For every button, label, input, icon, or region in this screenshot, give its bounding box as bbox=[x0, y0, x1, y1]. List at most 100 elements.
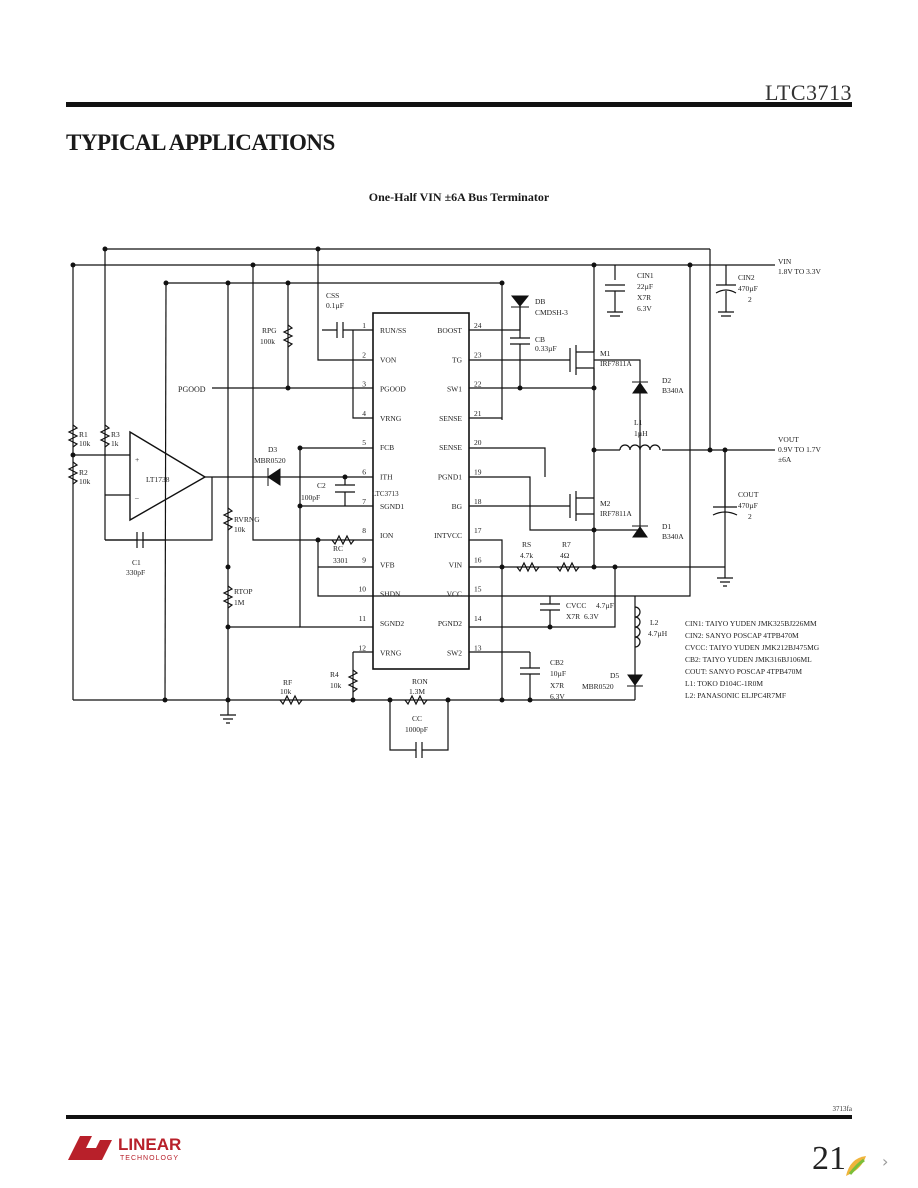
d2-diode bbox=[632, 381, 648, 394]
ic-pin-number: 15 bbox=[474, 585, 482, 594]
cout-label: COUT bbox=[738, 490, 759, 499]
ic-pin-label: INTVCC bbox=[434, 531, 462, 540]
rvrng-label: RVRNG bbox=[234, 515, 260, 524]
cb-value: 0.33µF bbox=[535, 344, 557, 353]
cin2-count: 2 bbox=[748, 295, 752, 304]
ic-pin-label: VFB bbox=[380, 560, 395, 569]
cin1-type: X7R bbox=[637, 293, 651, 302]
c1-value: 330pF bbox=[126, 568, 145, 577]
r4-value: 10k bbox=[330, 681, 342, 690]
vout-net-label: VOUT bbox=[778, 435, 799, 444]
header-rule bbox=[66, 102, 852, 107]
ic-pin-number: 10 bbox=[359, 585, 367, 594]
cout-capacitor bbox=[712, 450, 738, 516]
r7-label: R7 bbox=[562, 540, 571, 549]
cin2-value: 470µF bbox=[738, 284, 758, 293]
css-label: CSS bbox=[326, 291, 339, 300]
m1-label: M1 bbox=[600, 349, 611, 358]
r3-resistor bbox=[99, 424, 111, 448]
rc-label: RC bbox=[333, 544, 343, 553]
ron-value: 1.3M bbox=[409, 687, 425, 696]
cb2-type: X7R bbox=[550, 681, 564, 690]
pgood-label: PGOOD bbox=[178, 385, 206, 394]
logo-subtext: TECHNOLOGY bbox=[120, 1155, 179, 1162]
cc-label: CC bbox=[412, 714, 422, 723]
r3-label: R3 bbox=[111, 430, 120, 439]
m1-part: IRF7811A bbox=[600, 359, 632, 368]
d1-part: B340A bbox=[662, 532, 684, 541]
cb2-capacitor bbox=[520, 652, 540, 700]
ic-pin-label: ION bbox=[380, 531, 394, 540]
m1-mosfet bbox=[569, 340, 595, 380]
c2-label: C2 bbox=[317, 481, 326, 490]
m2-mosfet bbox=[569, 491, 594, 521]
junction-dots bbox=[70, 246, 728, 703]
ic-pin-number: 19 bbox=[474, 468, 482, 477]
ic-pin-number: 7 bbox=[362, 497, 366, 506]
viewer-app-icon[interactable] bbox=[840, 1150, 872, 1182]
ic-pin-label: VRNG bbox=[380, 648, 402, 657]
cvcc-label: CVCC bbox=[566, 601, 586, 610]
cin1-voltage: 6.3V bbox=[637, 304, 652, 313]
bom-line: CVCC: TAIYO YUDEN JMK212BJ475MG bbox=[685, 643, 820, 652]
ground-symbol bbox=[718, 306, 734, 317]
opamp-feed-wire bbox=[164, 282, 167, 701]
rf-value: 10k bbox=[280, 687, 292, 696]
sense2-wire bbox=[469, 447, 546, 477]
bom-line: CIN1: TAIYO YUDEN JMK325BJ226MM bbox=[685, 619, 817, 628]
vout-current-label: ±6A bbox=[778, 455, 792, 464]
ion-wire bbox=[252, 265, 373, 541]
c2-value: 100pF bbox=[301, 493, 320, 502]
m2-label: M2 bbox=[600, 499, 611, 508]
r7-value: 4Ω bbox=[560, 551, 570, 560]
ic-pin-number: 22 bbox=[474, 380, 482, 389]
d3-label: D3 bbox=[268, 445, 277, 454]
css-value: 0.1µF bbox=[326, 301, 344, 310]
ic-pin-label: PGOOD bbox=[380, 385, 406, 394]
m2-part: IRF7811A bbox=[600, 509, 632, 518]
next-page-chevron-icon[interactable]: › bbox=[882, 1152, 889, 1171]
ic-pin-label: SW2 bbox=[447, 648, 462, 657]
ic-pin-label: SENSE bbox=[439, 414, 462, 423]
opamp-minus: – bbox=[134, 493, 139, 502]
vrng-wire bbox=[352, 330, 373, 419]
ic-pin-label: PGND2 bbox=[438, 619, 462, 628]
d2-part: B340A bbox=[662, 386, 684, 395]
cb2-value: 10µF bbox=[550, 669, 566, 678]
rvrng-resistor bbox=[222, 507, 234, 531]
ic-pin-label: VRNG bbox=[380, 414, 402, 423]
opamp-symbol bbox=[129, 430, 207, 522]
cin1-capacitor bbox=[605, 284, 625, 306]
d5-diode bbox=[627, 674, 643, 687]
ic-pin-label: BG bbox=[452, 502, 463, 511]
opamp-plus: + bbox=[135, 455, 139, 464]
ic-pin-label: SHDN bbox=[380, 590, 401, 599]
bom-line: CB2: TAIYO YUDEN JMK316BJ106ML bbox=[685, 655, 812, 664]
cin2-capacitor bbox=[715, 265, 737, 306]
cc-value: 1000pF bbox=[405, 725, 428, 734]
l1-value: 1µH bbox=[634, 429, 648, 438]
rs-value: 4.7k bbox=[520, 551, 533, 560]
vin-range-label: 1.8V TO 3.3V bbox=[778, 267, 822, 276]
rf-resistor bbox=[279, 694, 303, 706]
footer-rule bbox=[66, 1115, 852, 1119]
vin-net-label: VIN bbox=[778, 257, 792, 266]
cin2-label: CIN2 bbox=[738, 273, 755, 282]
intvcc-wire bbox=[469, 539, 503, 700]
ic-pin-label: ITH bbox=[380, 473, 393, 482]
figure-title: One-Half VIN ±6A Bus Terminator bbox=[368, 190, 550, 204]
ic-pin-number: 6 bbox=[362, 468, 366, 477]
section-title: TYPICAL APPLICATIONS bbox=[66, 130, 335, 155]
ic-body bbox=[372, 312, 470, 670]
d3-part: MBR0520 bbox=[254, 456, 286, 465]
ic-pin-number: 3 bbox=[362, 380, 366, 389]
ron-label: RON bbox=[412, 677, 428, 686]
part-number: LTC3713 bbox=[764, 80, 852, 105]
ic-pin-number: 14 bbox=[474, 614, 482, 623]
ic-pin-number: 4 bbox=[362, 409, 366, 418]
bom-list: CIN1: TAIYO YUDEN JMK325BJ226MM CIN2: SA… bbox=[685, 619, 820, 700]
r1-value: 10k bbox=[79, 439, 91, 448]
cc-capacitor bbox=[389, 700, 449, 758]
r2-value: 10k bbox=[79, 477, 91, 486]
bom-line: L1: TOKO D104C-1R0M bbox=[685, 679, 763, 688]
